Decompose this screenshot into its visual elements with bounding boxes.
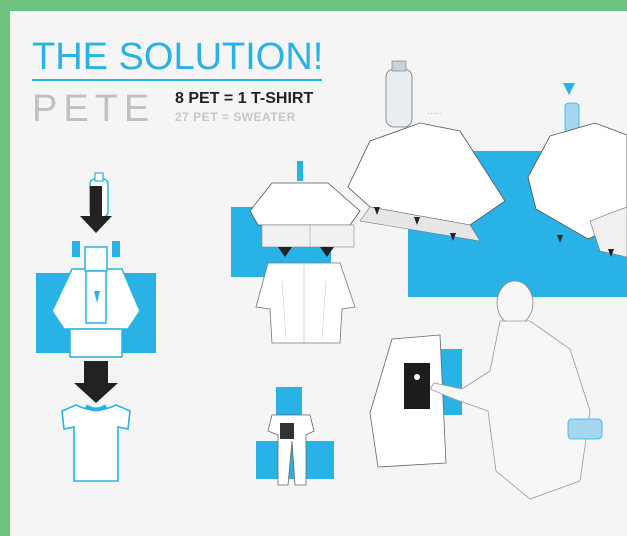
bottle-icon-blue	[563, 83, 579, 133]
center-sketches	[231, 161, 360, 485]
robe-sketch	[256, 263, 355, 343]
process-column	[36, 173, 156, 481]
poster-canvas: THE SOLUTION! PETE 8 PET = 1 T-SHIRT 27 …	[10, 11, 627, 536]
illustration-canvas	[10, 11, 627, 536]
kiosk-sketch	[370, 335, 446, 467]
bottle-icon-large	[386, 61, 412, 127]
sketch-annotation: · · · · ·	[428, 111, 442, 117]
human-figure-icon	[430, 281, 602, 499]
right-sketches	[348, 61, 627, 499]
touch-panel-icon	[404, 363, 430, 409]
down-arrow-icon-2	[74, 361, 118, 403]
t-shirt-icon	[62, 405, 130, 481]
machine-sketch	[250, 161, 360, 247]
